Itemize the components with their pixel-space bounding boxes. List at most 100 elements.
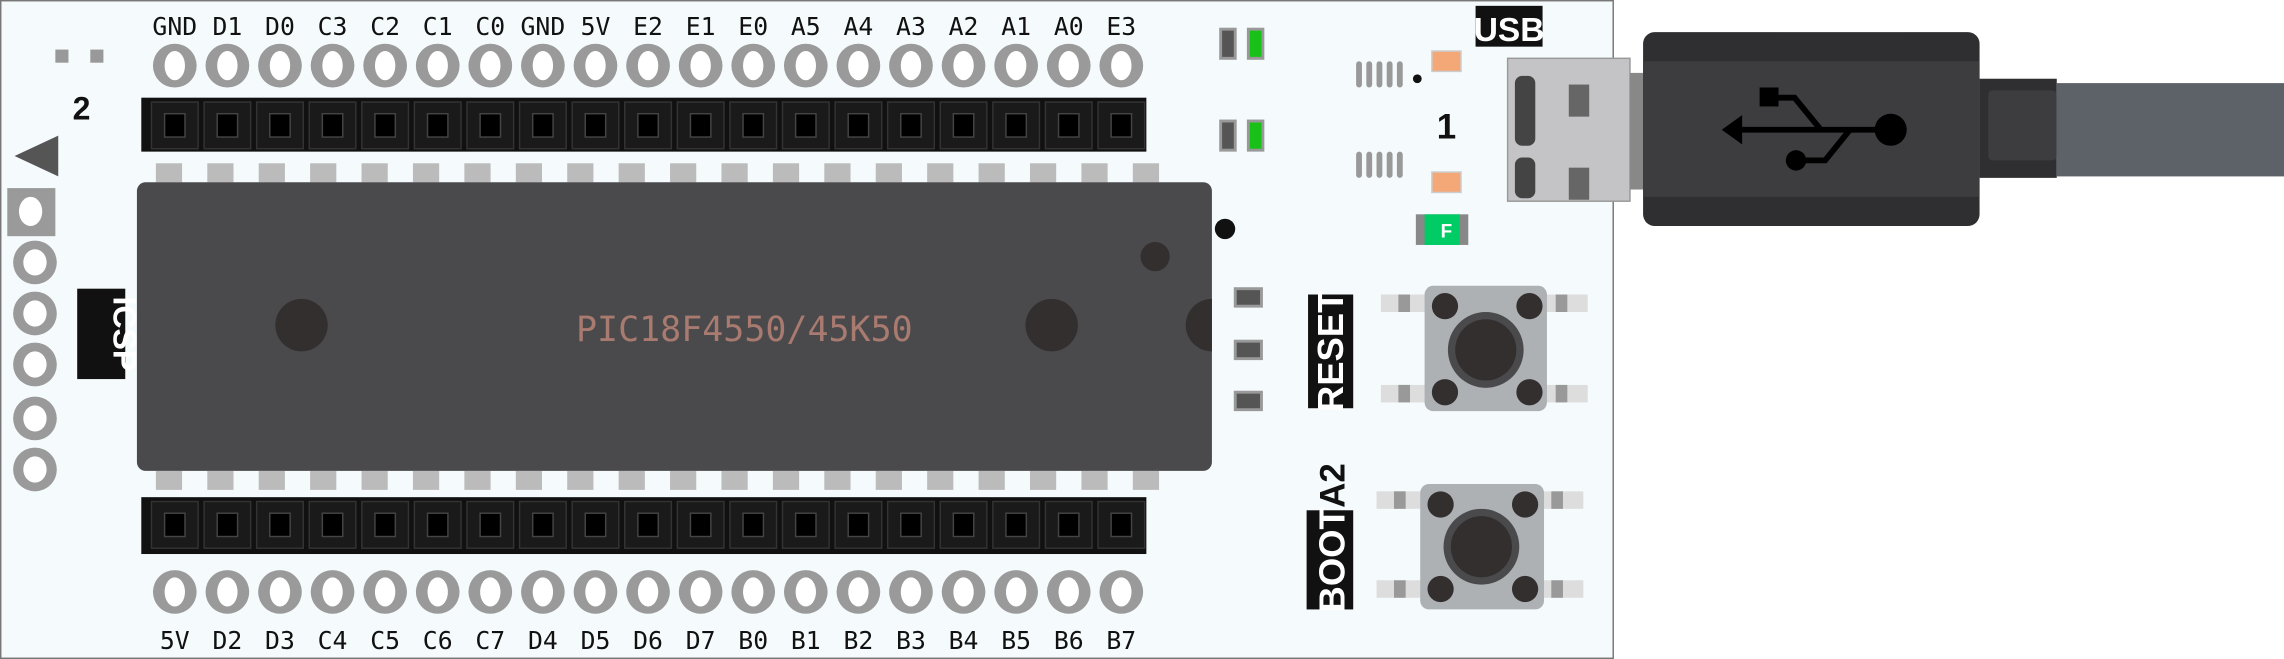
boot-label-box	[1306, 510, 1354, 610]
top-pin-hole[interactable]	[941, 43, 986, 88]
bottom-header-socket	[939, 500, 988, 549]
resistor-array	[1386, 151, 1393, 178]
bottom-pin-hole[interactable]	[783, 570, 828, 614]
resistor-array	[1376, 61, 1383, 88]
bottom-pin-hole[interactable]	[521, 570, 565, 614]
bottom-pin-label: 5V	[160, 626, 190, 655]
chip-pin	[310, 470, 337, 490]
resistor-array	[1356, 61, 1362, 88]
jumper-label-1: 1	[1437, 107, 1456, 146]
bottom-pin-hole[interactable]	[889, 570, 933, 614]
bottom-pin-hole[interactable]	[258, 570, 302, 614]
bottom-pin-hole[interactable]	[363, 570, 407, 614]
led-indicator	[1246, 119, 1265, 152]
bottom-header-socket	[361, 500, 410, 549]
top-pin-hole[interactable]	[415, 43, 460, 88]
top-header-socket	[1044, 101, 1093, 150]
top-pin-hole[interactable]	[363, 43, 407, 88]
bottom-pin-hole[interactable]	[1099, 570, 1144, 614]
top-pin-label: C3	[318, 12, 348, 41]
top-pin-hole[interactable]	[573, 43, 618, 88]
bottom-pin-label: D4	[528, 626, 558, 655]
bottom-pin-label: B2	[843, 626, 873, 655]
bottom-pin-hole[interactable]	[310, 570, 355, 614]
bottom-pin-hole[interactable]	[941, 570, 986, 614]
chip-pin	[772, 163, 800, 183]
top-pin-hole[interactable]	[468, 43, 513, 88]
top-header-socket	[676, 101, 725, 150]
chip-pin	[515, 163, 543, 183]
chip-pin	[927, 163, 954, 183]
bottom-pin-hole[interactable]	[468, 570, 513, 614]
bottom-pin-hole[interactable]	[573, 570, 618, 614]
top-pin-label: C0	[475, 12, 505, 41]
boot-button[interactable]	[1376, 484, 1584, 610]
bottom-pin-hole[interactable]	[1046, 570, 1091, 614]
bottom-pin-label: D2	[212, 626, 242, 655]
usb-label-box	[1475, 5, 1543, 47]
bottom-header-socket	[781, 500, 830, 549]
bottom-pin-hole[interactable]	[836, 570, 881, 614]
top-header-socket	[203, 101, 252, 150]
bottom-pin-hole[interactable]	[415, 570, 460, 614]
bottom-pin-hole[interactable]	[731, 570, 776, 614]
top-pin-hole[interactable]	[836, 43, 881, 88]
top-pin-label: 5V	[581, 12, 611, 41]
top-pin-label: D1	[212, 12, 242, 41]
top-pin-hole[interactable]	[994, 43, 1038, 88]
top-header-socket	[413, 101, 462, 150]
top-pin-hole[interactable]	[205, 43, 250, 88]
bottom-pin-label: D6	[633, 626, 663, 655]
bottom-pin-label: B1	[791, 626, 821, 655]
top-header-socket	[361, 101, 410, 150]
top-pin-hole[interactable]	[783, 43, 828, 88]
resistor-array	[1396, 151, 1403, 178]
top-pin-hole[interactable]	[310, 43, 355, 88]
chip-pin	[1132, 163, 1160, 183]
top-pin-label: C1	[423, 12, 453, 41]
jumper-label-2: 2	[73, 91, 91, 127]
top-header-socket	[150, 101, 199, 150]
chip-pin	[361, 163, 388, 183]
bottom-pin-hole[interactable]	[152, 570, 197, 614]
bottom-pin-hole[interactable]	[678, 570, 723, 614]
bottom-pin-hole[interactable]	[205, 570, 250, 614]
top-pin-hole[interactable]	[889, 43, 933, 88]
reset-button[interactable]	[1380, 285, 1588, 412]
top-header-socket	[255, 101, 304, 150]
bottom-pin-label: C5	[370, 626, 400, 655]
chip-pin	[978, 163, 1005, 183]
top-pin-hole[interactable]	[1099, 43, 1144, 88]
top-pin-hole[interactable]	[731, 43, 776, 88]
bottom-header-socket	[1044, 500, 1093, 549]
top-pin-holes	[152, 43, 1144, 88]
chip-pin	[824, 163, 851, 183]
chip-pin	[567, 470, 594, 490]
top-pin-label: A4	[843, 12, 873, 41]
boot-pin-label: A2	[1313, 463, 1352, 508]
bottom-pin-label: B0	[738, 626, 768, 655]
top-header-socket	[1097, 101, 1146, 150]
top-pin-label: C2	[370, 12, 400, 41]
top-pin-hole[interactable]	[626, 43, 670, 88]
bottom-header-socket	[992, 500, 1041, 549]
top-pin-hole[interactable]	[258, 43, 302, 88]
bottom-pin-label: B5	[1001, 626, 1031, 655]
bottom-pin-hole[interactable]	[626, 570, 670, 614]
top-pin-hole[interactable]	[678, 43, 723, 88]
chip-pin	[567, 163, 594, 183]
top-pin-hole[interactable]	[152, 43, 197, 88]
bottom-header-socket	[255, 500, 304, 549]
bottom-pin-hole[interactable]	[994, 570, 1038, 614]
top-pin-hole[interactable]	[1046, 43, 1091, 88]
top-header-socket	[886, 101, 936, 150]
bottom-pin-label: B6	[1054, 626, 1084, 655]
top-header-socket	[624, 101, 673, 150]
usb-cable-plug[interactable]	[1643, 32, 2284, 226]
top-pin-hole[interactable]	[521, 43, 565, 88]
icsp-label-box	[77, 288, 126, 380]
bottom-pin-label: C7	[475, 626, 505, 655]
top-pin-label: A5	[791, 12, 821, 41]
bottom-header-socket	[834, 500, 883, 549]
chip-pin	[412, 470, 440, 490]
